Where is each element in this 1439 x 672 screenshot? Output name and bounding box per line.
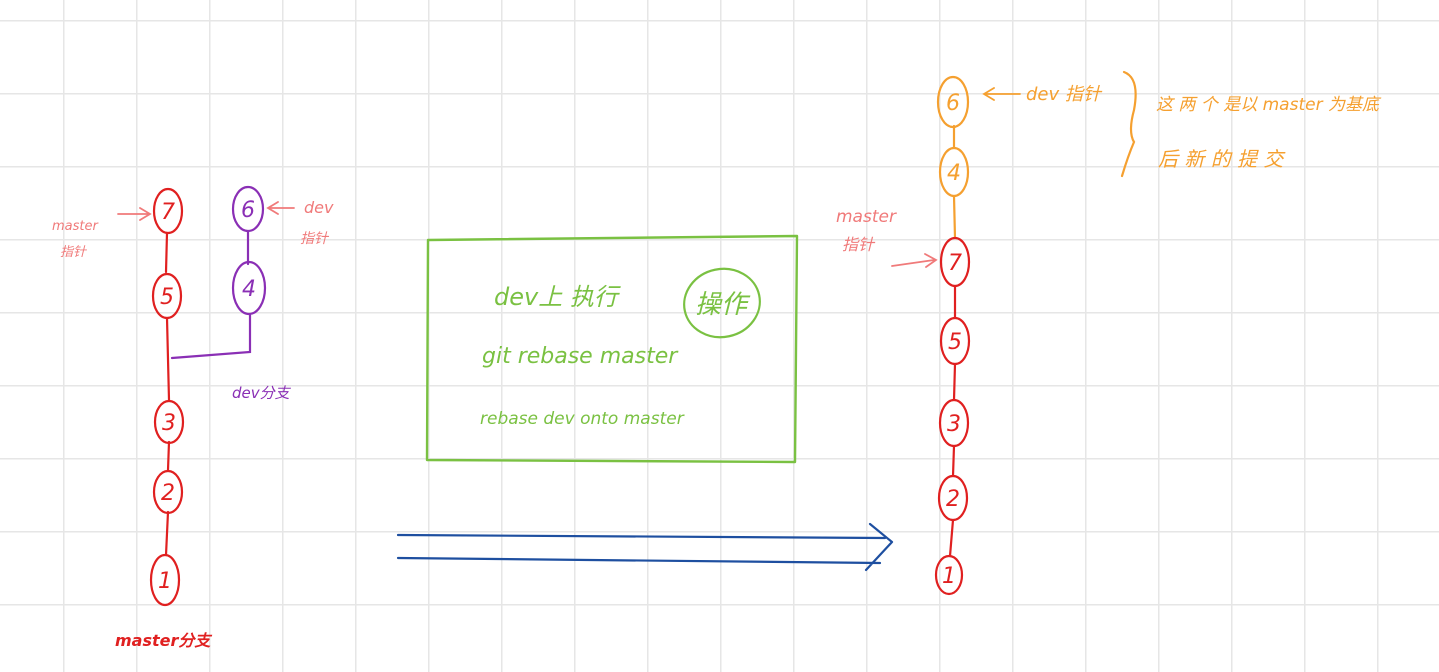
master-branch-line	[164, 231, 171, 557]
before-graph: 7 5 3 2 1 6 4 mast	[52, 185, 334, 650]
after-master-commit-3: 3	[938, 398, 970, 448]
svg-text:操作: 操作	[695, 290, 751, 320]
after-dev-pointer-label: dev 指针	[1026, 84, 1103, 105]
rebased-branch-line	[952, 124, 957, 240]
after-graph: 6 4 7 5 3 2 1 dev 指针 mast	[836, 70, 1382, 596]
dev-commit-4: 4	[231, 260, 267, 316]
svg-text:1: 1	[942, 564, 956, 589]
dev-commit-6: 6	[231, 185, 265, 233]
note-line-2: 后 新 的 提 交	[1158, 147, 1286, 171]
svg-text:7: 7	[161, 200, 175, 225]
note-line-1: 这 两 个 是以 master 为基底	[1156, 95, 1382, 115]
svg-text:2: 2	[161, 481, 175, 506]
master-commit-7: 7	[152, 187, 184, 235]
operation-panel: dev上 执行 git rebase master rebase dev ont…	[425, 234, 799, 464]
master-line-after	[948, 284, 957, 558]
operation-line-1: dev上 执行	[494, 283, 621, 311]
master-commit-1: 1	[149, 553, 181, 607]
operation-badge: 操作	[683, 267, 761, 339]
after-master-commit-2: 2	[937, 474, 969, 522]
master-commit-5: 5	[151, 272, 183, 320]
svg-text:1: 1	[158, 569, 172, 594]
after-master-commit-1: 1	[934, 554, 964, 596]
svg-text:4: 4	[947, 161, 961, 186]
svg-text:5: 5	[160, 285, 174, 310]
svg-text:6: 6	[946, 91, 960, 116]
dev-branch-label: dev分支	[232, 384, 292, 402]
master-branch-label: master分支	[115, 631, 212, 650]
after-master-pointer-arrow	[891, 253, 938, 268]
operation-box	[425, 234, 799, 464]
master-commit-2: 2	[152, 469, 184, 515]
master-commit-3: 3	[153, 399, 185, 445]
note-brace	[1120, 70, 1137, 178]
dev-branch-line	[170, 230, 252, 360]
after-dev-pointer-arrow	[982, 87, 1021, 101]
after-master-commit-5: 5	[939, 316, 971, 366]
transition-arrow	[396, 522, 894, 572]
svg-text:6: 6	[241, 198, 255, 223]
rebased-commit-6: 6	[936, 75, 970, 129]
master-pointer-arrow	[117, 207, 152, 221]
svg-text:3: 3	[162, 411, 176, 436]
after-master-commit-7: 7	[939, 236, 971, 288]
rebased-commit-4: 4	[938, 146, 970, 198]
svg-text:2: 2	[946, 487, 960, 512]
operation-line-3: rebase dev onto master	[480, 409, 685, 429]
svg-text:4: 4	[242, 277, 256, 302]
dev-pointer-arrow	[266, 201, 295, 215]
svg-text:5: 5	[948, 330, 962, 355]
operation-line-2: git rebase master	[482, 344, 679, 369]
svg-text:7: 7	[948, 251, 962, 276]
svg-text:3: 3	[947, 412, 961, 437]
